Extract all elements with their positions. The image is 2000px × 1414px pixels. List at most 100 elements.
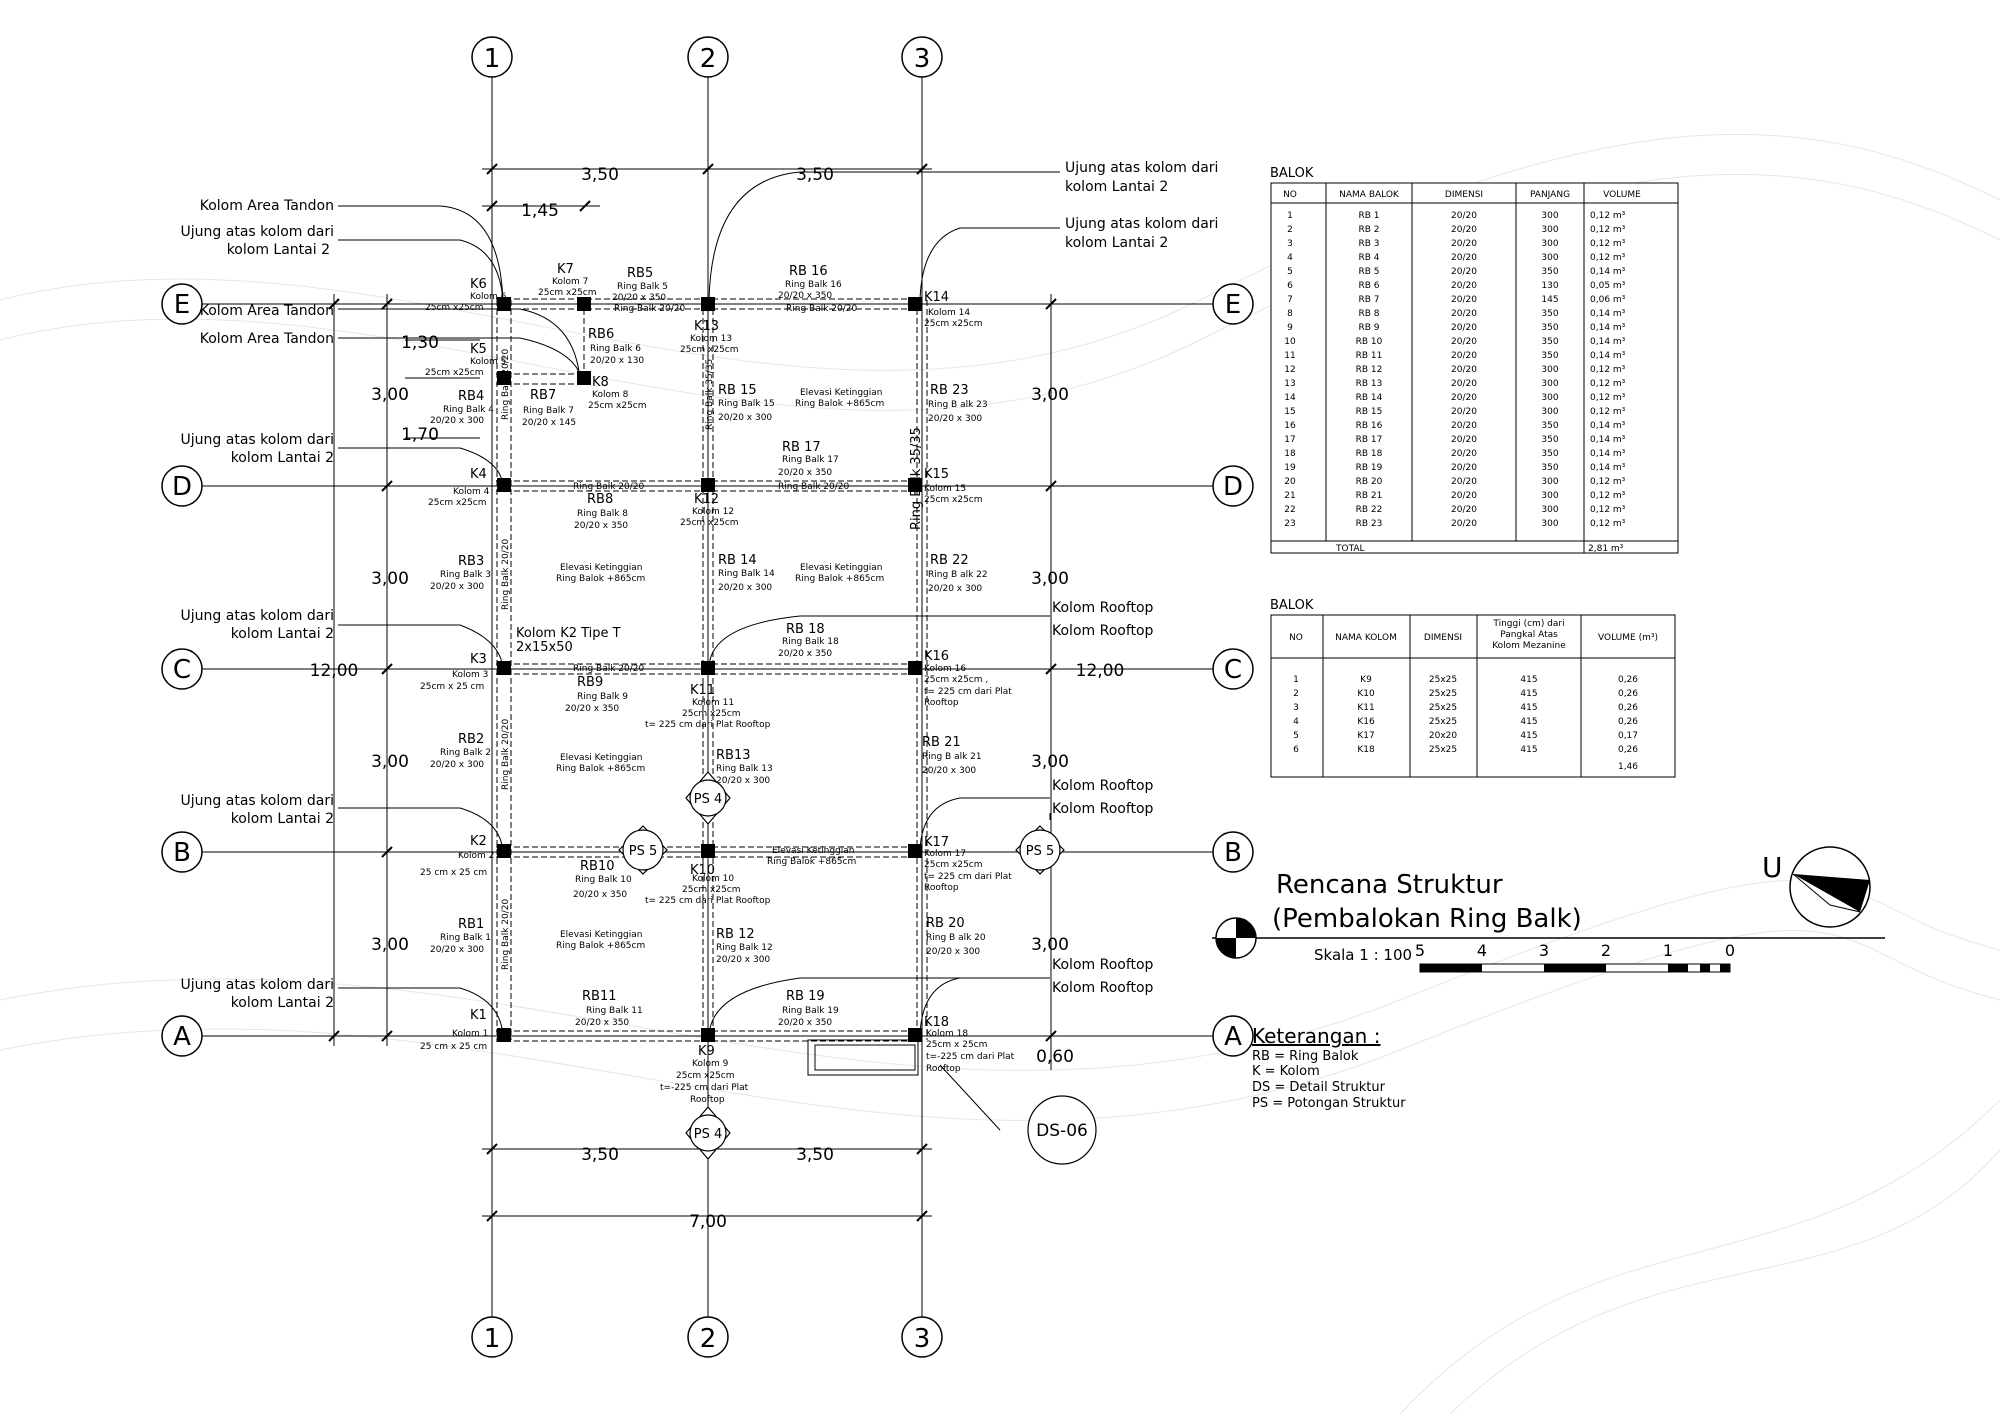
- table-cell: RB 6: [1358, 281, 1379, 291]
- beam-note: Ring Balk 1: [440, 933, 491, 943]
- beam-note: 20/20 x 350: [778, 291, 832, 301]
- beam-note: 20/20 x 300: [716, 955, 770, 965]
- table-cell: K17: [1357, 731, 1374, 741]
- beam-note: Ring Balk 8: [577, 509, 628, 519]
- table-cell: 350: [1541, 323, 1558, 333]
- table-cell: 20/20: [1451, 379, 1477, 389]
- callout-text: Kolom Area Tandon: [200, 331, 334, 347]
- elevasi-line: Ring Balok +865cm: [556, 764, 645, 774]
- column-note: Rooftop: [924, 698, 959, 708]
- elevasi-line: Elevasi Ketinggian: [800, 563, 883, 573]
- callout-text: Ujung atas kolom dari: [181, 977, 334, 993]
- table-cell: RB 20: [1356, 477, 1383, 487]
- beam-id: RB 16: [789, 264, 828, 279]
- beam-note: Ring Balk 2: [440, 748, 491, 758]
- scale-tick: 2: [1601, 941, 1611, 960]
- k2-tipe-label: 2x15x50: [516, 640, 573, 655]
- beam-note: Ring B alk 20: [926, 933, 986, 943]
- dim-text: 1,70: [401, 425, 439, 445]
- column-note: Rooftop: [926, 1064, 961, 1074]
- table-cell: RB 19: [1356, 463, 1383, 473]
- table-cell: 14: [1284, 393, 1296, 403]
- axis-label: E: [1225, 290, 1241, 320]
- beam-note: 20/20 x 350: [565, 704, 619, 714]
- beam-note: Ring Balk 3: [440, 570, 491, 580]
- table-cell: 0,26: [1618, 675, 1638, 685]
- table-cell: 0,12 m³: [1590, 407, 1626, 417]
- marker-label: PS 4: [694, 1127, 723, 1142]
- beam-note: Ring Balk 17: [782, 455, 839, 465]
- beam-note: Ring Balk 20/20: [573, 664, 645, 674]
- beam-note: Ring Balk 13: [716, 764, 773, 774]
- table-cell: RB 11: [1356, 351, 1383, 361]
- table-cell: 350: [1541, 463, 1558, 473]
- axis-label: 2: [700, 44, 717, 74]
- beam-id: RB11: [582, 989, 617, 1004]
- beam-note: 20/20 x 145: [522, 418, 576, 428]
- table-cell: 300: [1541, 379, 1558, 389]
- callout-text: kolom Lantai 2: [1065, 179, 1168, 195]
- beam-note: 20/20 x 300: [716, 776, 770, 786]
- table-cell: RB 18: [1356, 449, 1383, 459]
- table-cell: 0,12 m³: [1590, 491, 1626, 501]
- column-id: K18: [924, 1015, 949, 1030]
- table-cell: 12: [1284, 365, 1295, 375]
- table-cell: RB 12: [1356, 365, 1383, 375]
- vbeam-label: Ring Balk 35/35: [909, 427, 924, 530]
- beam-note: 20/20 x 350: [575, 1018, 629, 1028]
- table-cell: 3: [1287, 239, 1293, 249]
- axis-label: D: [1223, 472, 1243, 502]
- callout-text: Kolom Rooftop: [1052, 778, 1154, 794]
- legend-item: RB = Ring Balok: [1252, 1049, 1359, 1064]
- beam-note: Ring Balk 12: [716, 943, 773, 953]
- table-cell: 300: [1541, 393, 1558, 403]
- table-cell: RB 22: [1356, 505, 1383, 515]
- table-cell: 0,12 m³: [1590, 519, 1626, 529]
- dim-text: 3,00: [1031, 569, 1069, 589]
- table-cell: RB 23: [1356, 519, 1383, 529]
- table-cell: 25x25: [1429, 745, 1457, 755]
- table-cell: RB 4: [1358, 253, 1379, 263]
- table-cell: 350: [1541, 267, 1558, 277]
- table-cell: 415: [1520, 689, 1537, 699]
- table-cell: 350: [1541, 421, 1558, 431]
- table-cell: 25x25: [1429, 703, 1457, 713]
- table-cell: 20/20: [1451, 365, 1477, 375]
- beam-id: RB 17: [782, 440, 821, 455]
- table-cell: RB 15: [1356, 407, 1383, 417]
- table-cell: 20/20: [1451, 519, 1477, 529]
- dim-text: 3,00: [1031, 935, 1069, 955]
- table-cell: RB 2: [1358, 225, 1379, 235]
- table-cell: 145: [1541, 295, 1558, 305]
- table-cell: 415: [1520, 717, 1537, 727]
- axis-label: 3: [914, 44, 931, 74]
- column-id: K1: [470, 1008, 487, 1023]
- table-cell: 5: [1293, 731, 1299, 741]
- beam-note: Ring Balk 18: [782, 637, 839, 647]
- column-id: K17: [924, 835, 949, 850]
- table-header: NO: [1283, 190, 1297, 200]
- elevasi-line: Ring Balok +865cm: [556, 574, 645, 584]
- beam-note: 20/20 x 300: [928, 584, 982, 594]
- scale-tick: 1: [1663, 941, 1673, 960]
- callout-text: Ujung atas kolom dari: [181, 224, 334, 240]
- column-id: K13: [694, 319, 719, 334]
- background-waves: [0, 133, 2000, 1414]
- table-cell: 20/20: [1451, 225, 1477, 235]
- table-cell: 23: [1284, 519, 1295, 529]
- table-cell: 20/20: [1451, 281, 1477, 291]
- dim-text: 12,00: [310, 661, 359, 681]
- elevasi-line: Elevasi Ketinggian: [772, 846, 855, 856]
- column-note: 25cm x25cm: [680, 345, 739, 355]
- beam-note: Ring Balk 7: [523, 406, 574, 416]
- column-id: K2: [470, 834, 487, 849]
- table-cell: 0,14 m³: [1590, 463, 1626, 473]
- beam-labels: RB5 Ring Balk 5 20/20 x 350 Ring Balk 20…: [430, 264, 988, 1028]
- table-cell: 0,14 m³: [1590, 351, 1626, 361]
- table-cell: 0,14 m³: [1590, 323, 1626, 333]
- column-id: K3: [470, 652, 487, 667]
- column-note: 25cm x25cm: [924, 319, 983, 329]
- table-cell: 0,12 m³: [1590, 239, 1626, 249]
- dim-text: 1,30: [401, 333, 439, 353]
- table-cell: RB 1: [1358, 211, 1379, 221]
